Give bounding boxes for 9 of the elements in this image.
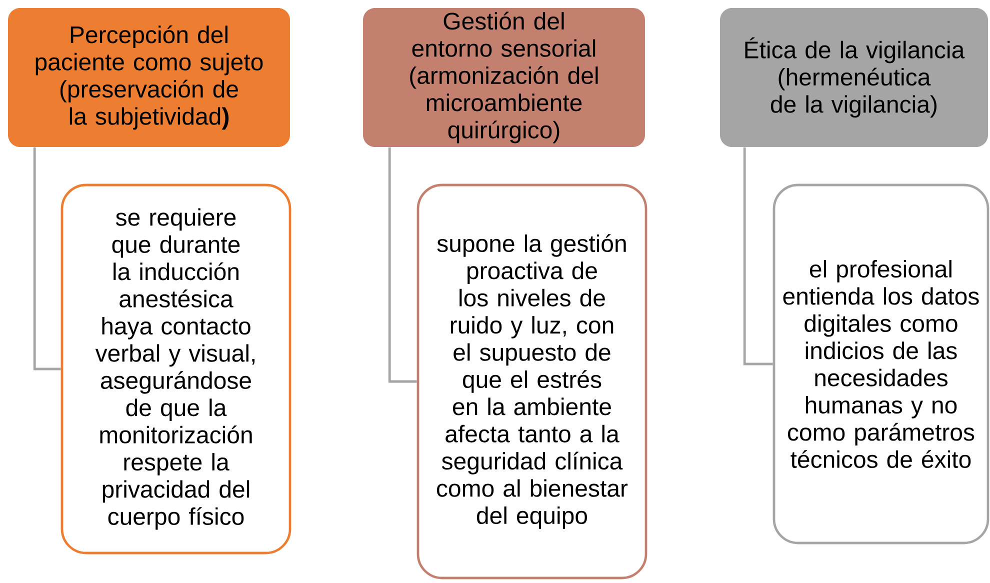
header-box: Percepción del paciente como sujeto (preservación de la subjetividad): [8, 8, 290, 147]
text-box: supone la gestión proactiva de los niveles de ruido y luz, con el supuesto de que el estrés en la ambiente afecta tanto a la seguridad clínica como al bienestar del equipo: [416, 184, 648, 580]
text-box: se requiere que durante la inducción anestésica haya contacto verbal y visual, asegurándose de que la monitorización respete la privacidad del cuerpo físico: [60, 184, 292, 554]
connector-line: [33, 147, 61, 370]
connector-line: [743, 147, 773, 366]
text-box: el profesional entienda los datos digitales como indicios de las necesidades humanas y no como parámetros técnicos de éxito: [772, 184, 990, 544]
connector-line: [388, 147, 417, 383]
header-box: Ética de la vigilancia (hermenéutica de la vigilancia): [720, 8, 988, 147]
header-box: Gestión del entorno sensorial (armonización del microambiente quirúrgico): [363, 8, 645, 147]
